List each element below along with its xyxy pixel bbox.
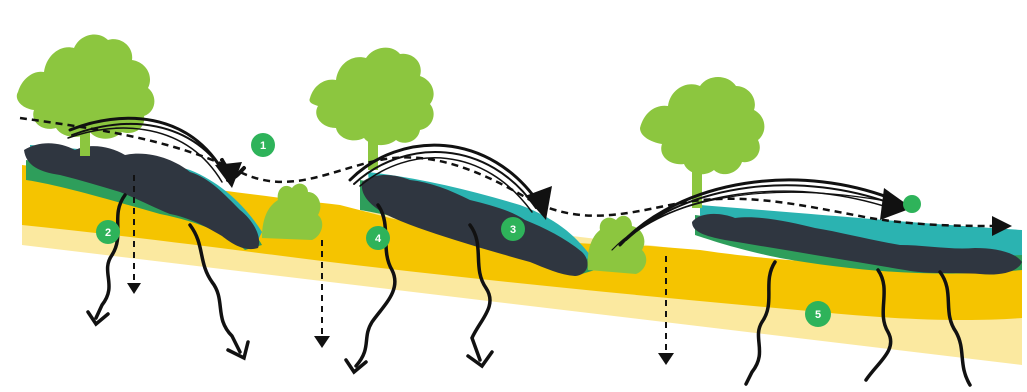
marker-label: 2	[105, 227, 111, 239]
marker-label: 5	[815, 309, 821, 321]
tree-icon	[309, 48, 433, 170]
marker-badge-partial	[903, 195, 921, 213]
marker-badge-2: 2	[96, 220, 120, 244]
marker-label: 3	[510, 224, 516, 236]
tree-icon	[17, 34, 155, 156]
marker-label: 4	[375, 233, 382, 245]
marker-label: 1	[260, 140, 266, 152]
marker-badge-4: 4	[366, 226, 390, 250]
shrub-icon	[262, 184, 322, 240]
marker-badge-1: 1	[251, 133, 275, 157]
marker-badge-5: 5	[805, 301, 831, 327]
marker-badge-3: 3	[501, 217, 525, 241]
